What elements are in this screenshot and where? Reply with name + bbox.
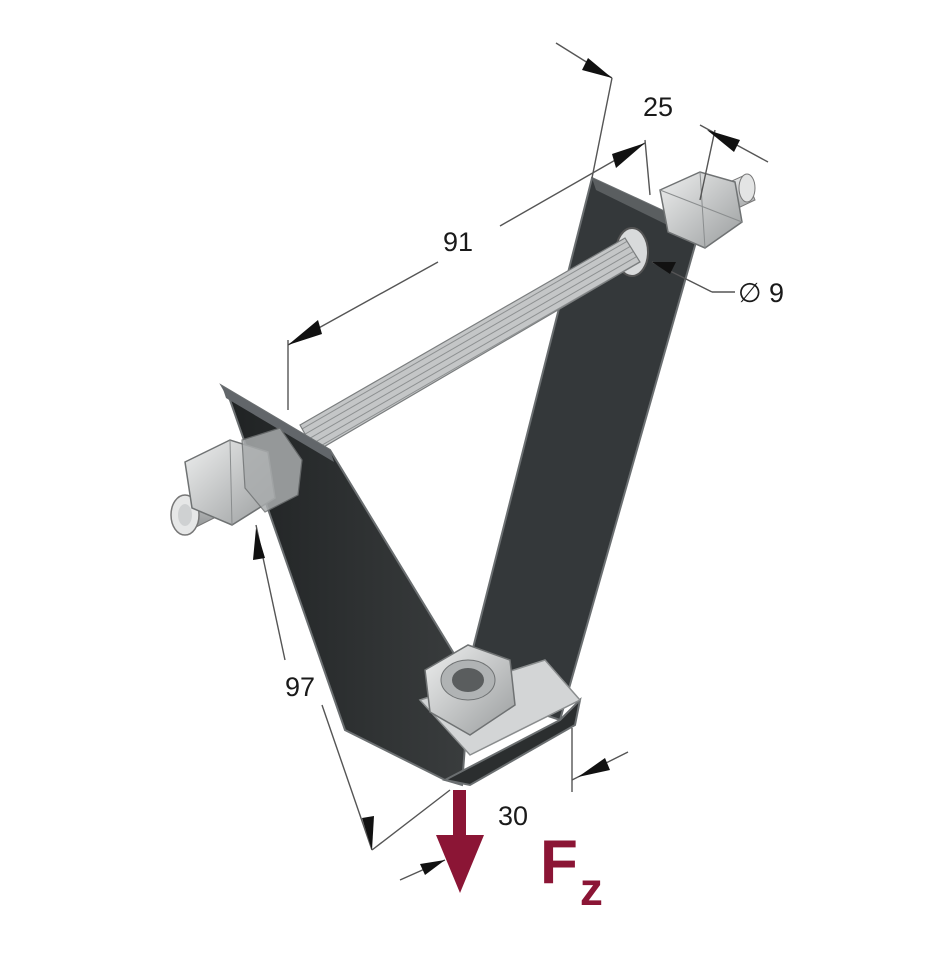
right-nut [659,171,743,249]
force-symbol: F [540,828,578,897]
diameter-label: ∅ 9 [738,278,784,308]
left-nut [184,427,303,526]
force-arrow [436,790,484,893]
dimension-30: 30 [399,728,629,881]
dimension-91-label: 91 [443,227,473,257]
dimension-30-label: 30 [498,801,528,831]
bottom-nut [424,644,516,736]
force-subscript: z [580,863,603,915]
dimension-91: 91 [287,139,651,410]
dimension-diameter-9: ∅ 9 [651,261,784,308]
dimension-25-label: 25 [643,92,673,122]
dimension-25: 25 [555,42,769,201]
force-label: Fz [540,828,603,915]
dimension-97: 97 [253,524,451,851]
dimension-97-label: 97 [285,672,315,702]
right-bracket-leg [469,176,702,722]
